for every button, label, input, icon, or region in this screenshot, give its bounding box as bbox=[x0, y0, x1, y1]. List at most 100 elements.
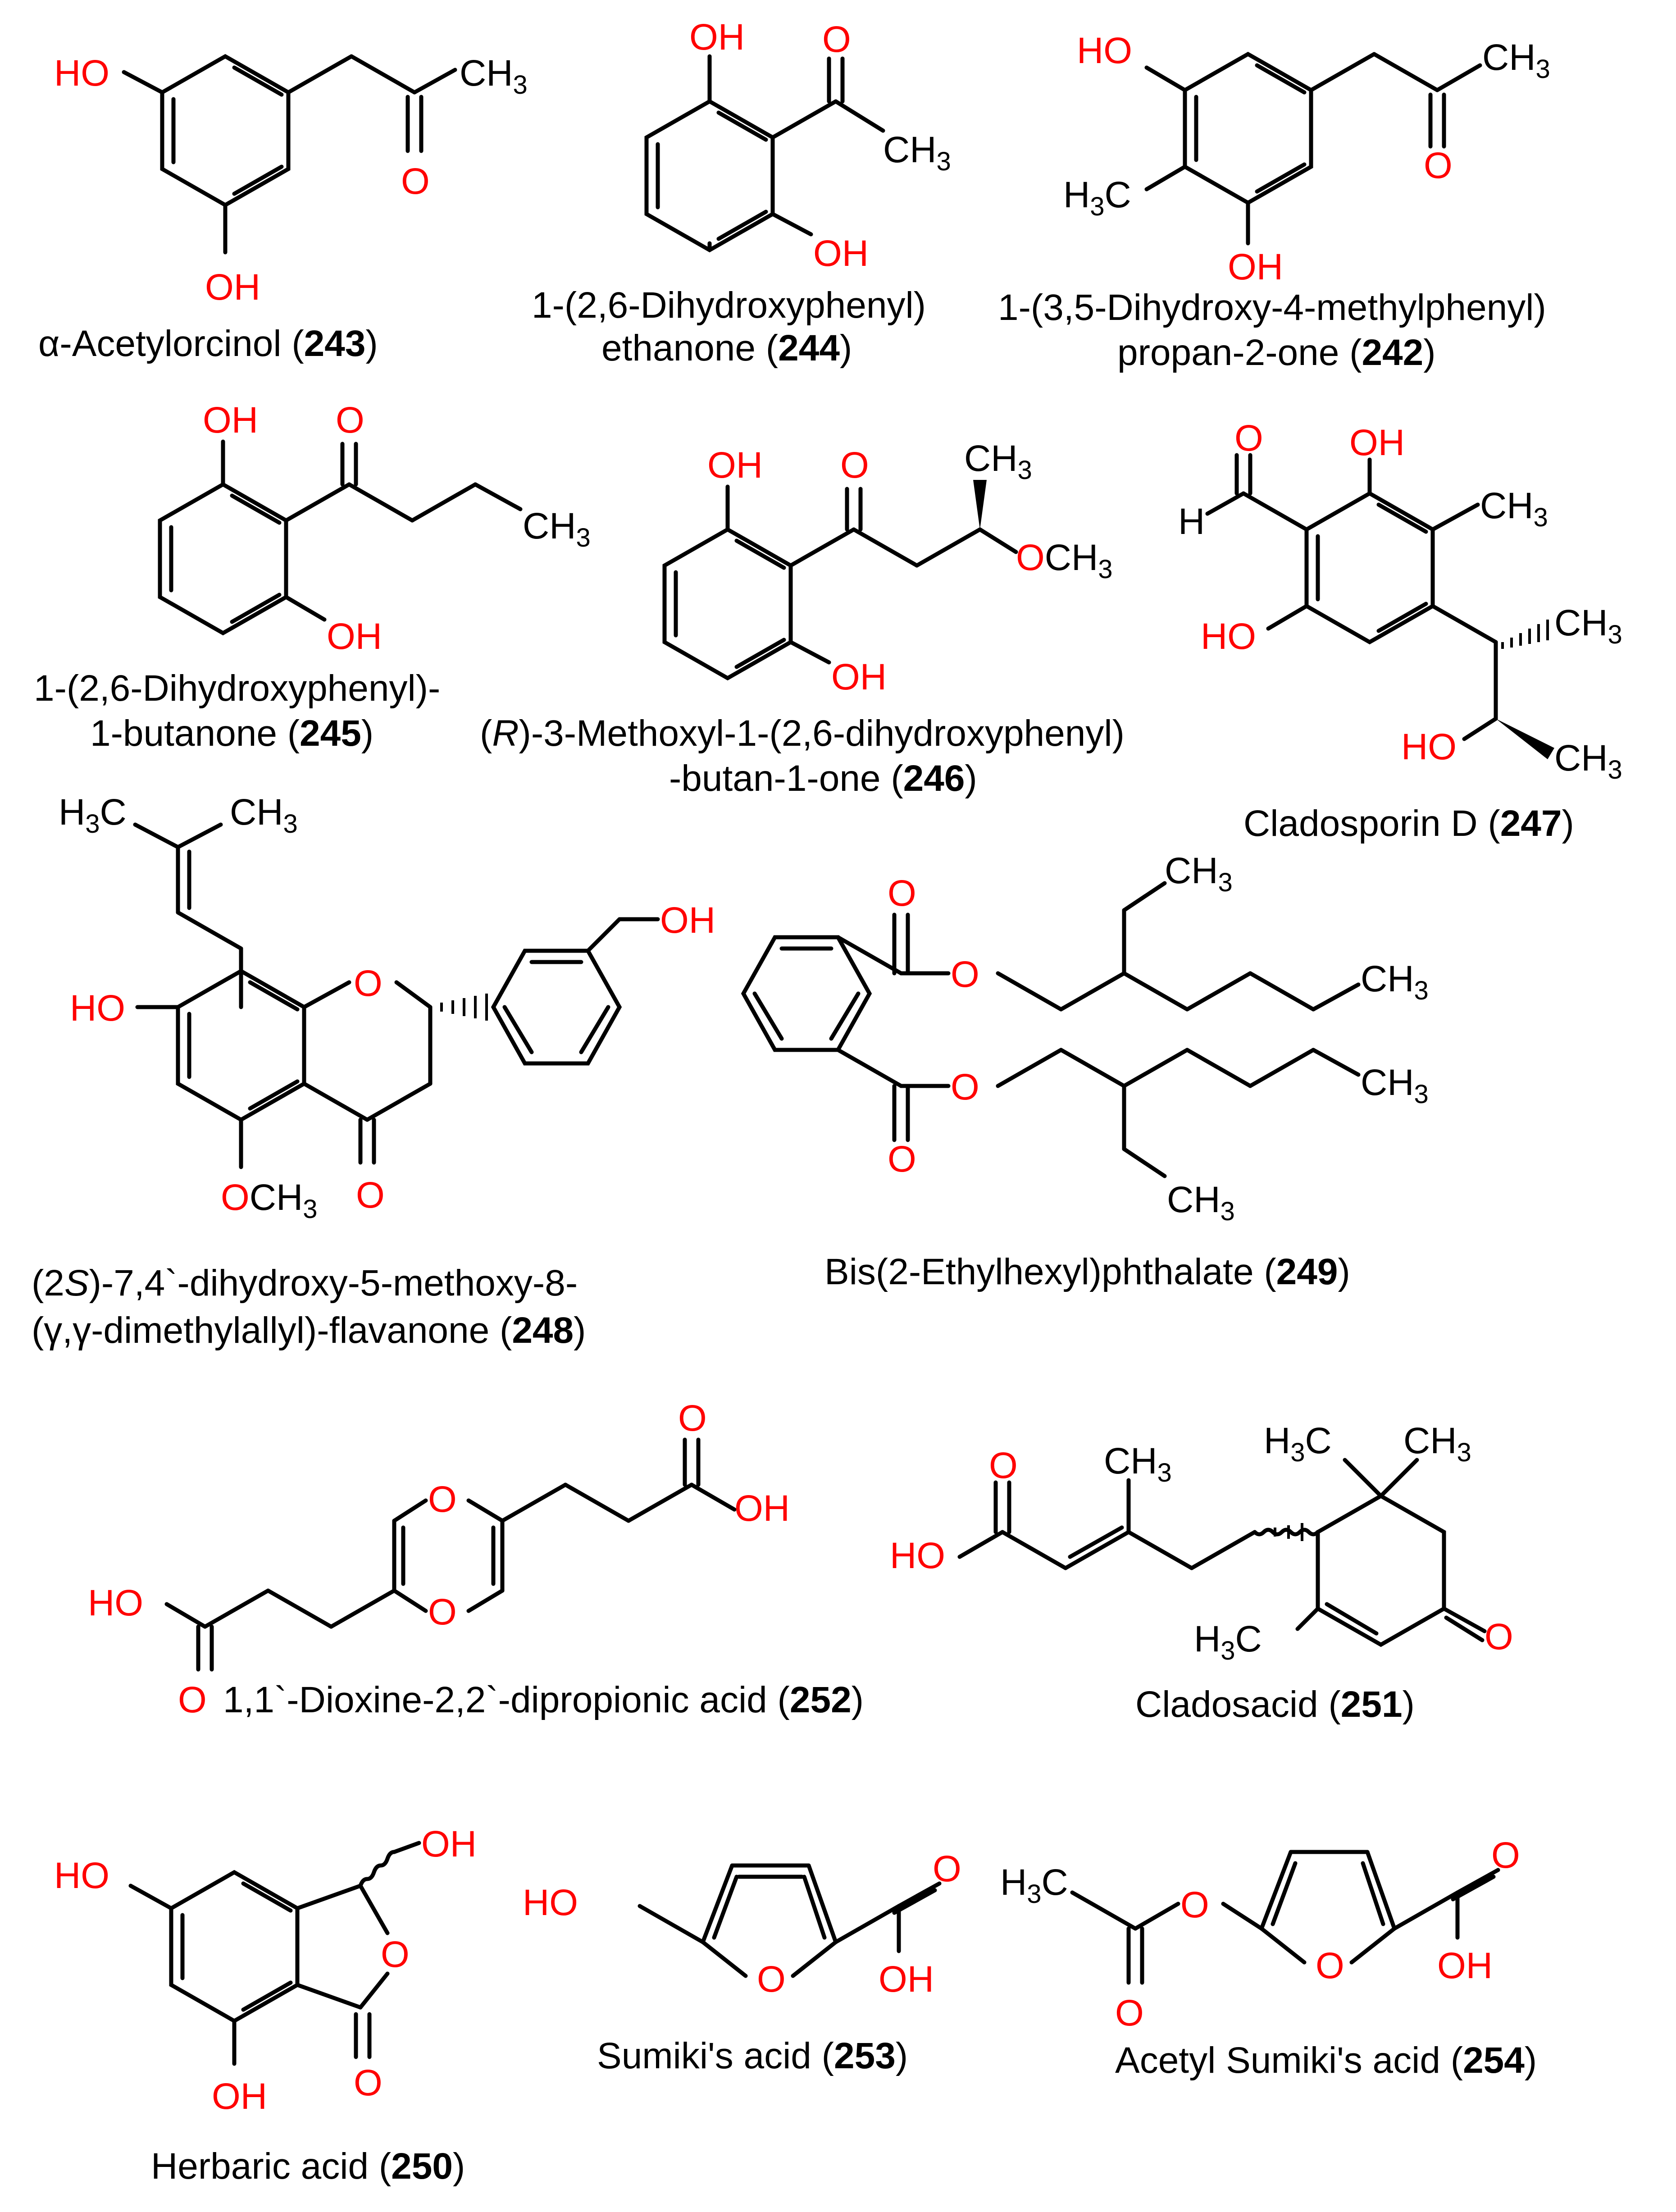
hydroxyl-label: OH bbox=[734, 1488, 790, 1529]
carbonyl-oxygen-label: O bbox=[178, 1679, 207, 1720]
aldehyde-hydrogen-label: H bbox=[1178, 501, 1205, 542]
hydroxyl-label: OH bbox=[203, 400, 258, 441]
structure-245: OH O OH CH3 1-(2,6-Dihydroxyphenyl)- 1-b… bbox=[34, 400, 591, 754]
structure-254: H3C O O O O OH Acetyl Sumiki's acid (254… bbox=[1000, 1835, 1537, 2081]
caption-254: Acetyl Sumiki's acid (254) bbox=[1115, 2040, 1537, 2081]
carbonyl-oxygen-label: O bbox=[1424, 145, 1453, 186]
carbonyl-oxygen-label: O bbox=[989, 1445, 1018, 1486]
caption-251: Cladosacid (251) bbox=[1135, 1684, 1415, 1725]
carbonyl-oxygen-label: O bbox=[1491, 1835, 1520, 1876]
ring-oxygen-label: O bbox=[428, 1479, 457, 1520]
methoxy-label: OCH3 bbox=[1016, 537, 1113, 584]
methyl-label: CH3 bbox=[1361, 958, 1429, 1005]
hydroxyl-label: HO bbox=[1401, 726, 1457, 767]
caption-252: 1,1`-Dioxine-2,2`-dipropionic acid (252) bbox=[223, 1679, 864, 1720]
methyl-label: CH3 bbox=[1480, 485, 1548, 532]
methyl-label: H3C bbox=[1000, 1862, 1068, 1909]
hydroxyl-label: OH bbox=[205, 267, 260, 308]
hydroxyl-label: OH bbox=[660, 900, 715, 941]
ester-oxygen-label: O bbox=[951, 1067, 979, 1108]
caption-249: Bis(2-Ethylhexyl)phthalate (249) bbox=[824, 1251, 1350, 1292]
caption-248-line2: (γ,γ-dimethylallyl)-flavanone (248) bbox=[32, 1310, 586, 1351]
methoxy-label: OCH3 bbox=[221, 1177, 318, 1224]
hydroxyl-label: OH bbox=[707, 445, 763, 486]
structure-242: HO H3C OH O CH3 1-(3,5-Dihydroxy-4-methy… bbox=[998, 30, 1550, 373]
methyl-label: H3C bbox=[1194, 1619, 1262, 1665]
structure-253: HO O O OH Sumiki's acid (253) bbox=[523, 1848, 961, 2076]
caption-246-line2: -butan-1-one (246) bbox=[669, 758, 977, 799]
caption-246-line1: (R)-3-Methoxyl-1-(2,6-dihydroxyphenyl) bbox=[480, 713, 1125, 754]
carbonyl-oxygen-label: O bbox=[678, 1398, 707, 1439]
structure-251: O HO CH3 H3C CH3 H3C O Cladosacid (251) bbox=[890, 1420, 1513, 1725]
structure-246: OH O CH3 OCH3 OH (R)-3-Methoxyl-1-(2,6-d… bbox=[480, 438, 1125, 799]
caption-243: α-Acetylorcinol (243) bbox=[38, 323, 378, 364]
carbonyl-oxygen-label: O bbox=[356, 1175, 385, 1216]
caption-245-line1: 1-(2,6-Dihydroxyphenyl)- bbox=[34, 668, 440, 709]
methyl-label: CH3 bbox=[1482, 37, 1550, 84]
methyl-label: CH3 bbox=[1403, 1420, 1471, 1467]
caption-248-line1: (2S)-7,4`-dihydroxy-5-methoxy-8- bbox=[32, 1263, 578, 1304]
methyl-label: CH3 bbox=[1165, 850, 1233, 897]
carbonyl-oxygen-label: O bbox=[822, 19, 851, 60]
carbonyl-oxygen-label: O bbox=[888, 1139, 916, 1180]
hydroxyl-label: OH bbox=[831, 657, 887, 698]
carbonyl-oxygen-label: O bbox=[888, 873, 916, 914]
methyl-label: CH3 bbox=[1554, 738, 1622, 784]
caption-242-line1: 1-(3,5-Dihydroxy-4-methylphenyl) bbox=[998, 287, 1546, 328]
ring-oxygen-label: O bbox=[354, 963, 383, 1004]
carbonyl-oxygen-label: O bbox=[354, 2062, 383, 2103]
carbonyl-oxygen-label: O bbox=[336, 400, 364, 441]
methyl-label: CH3 bbox=[1104, 1441, 1172, 1487]
caption-244-line2: ethanone (244) bbox=[601, 328, 852, 369]
ester-oxygen-label: O bbox=[951, 954, 979, 995]
caption-242-line2: propan-2-one (242) bbox=[1117, 332, 1436, 373]
hydroxyl-label: OH bbox=[1349, 422, 1405, 463]
methyl-label: CH3 bbox=[1361, 1062, 1429, 1109]
structure-248: H3C CH3 OH HO O OCH3 O (2S)-7,4`-dihydro… bbox=[32, 792, 715, 1351]
ring-oxygen-label: O bbox=[381, 1934, 410, 1975]
hydroxyl-label: OH bbox=[689, 17, 745, 58]
aldehyde-oxygen-label: O bbox=[1234, 418, 1263, 459]
methyl-label: CH3 bbox=[1167, 1179, 1235, 1226]
methyl-label: CH3 bbox=[1554, 602, 1622, 649]
carbonyl-oxygen-label: O bbox=[1485, 1616, 1513, 1657]
structure-250: OH HO O O OH Herbaric acid (250) bbox=[54, 1824, 477, 2187]
hydroxyl-label: HO bbox=[70, 988, 125, 1029]
hydroxyl-label: OH bbox=[212, 2076, 267, 2117]
caption-253: Sumiki's acid (253) bbox=[597, 2035, 908, 2076]
methyl-label: CH3 bbox=[964, 438, 1032, 485]
carbonyl-oxygen-label: O bbox=[1115, 1993, 1144, 2034]
methyl-label: H3C bbox=[1063, 174, 1131, 221]
carbonyl-oxygen-label: O bbox=[933, 1848, 961, 1889]
ester-oxygen-label: O bbox=[1180, 1884, 1209, 1925]
hydroxyl-label: HO bbox=[1077, 30, 1132, 71]
caption-244-line1: 1-(2,6-Dihydroxyphenyl) bbox=[532, 285, 926, 326]
hydroxyl-label: OH bbox=[1437, 1945, 1493, 1986]
structure-249: O O CH3 CH3 O CH3 O CH3 Bis(2-Ethylhexyl… bbox=[741, 850, 1429, 1292]
hydroxyl-label: HO bbox=[54, 1855, 109, 1896]
hydroxyl-label: HO bbox=[1201, 616, 1256, 657]
ring-oxygen-label: O bbox=[1316, 1945, 1344, 1986]
hydroxyl-label: OH bbox=[1228, 246, 1283, 287]
carbonyl-oxygen-label: O bbox=[840, 445, 869, 486]
hydroxyl-label: HO bbox=[54, 53, 109, 94]
hydroxyl-label: OH bbox=[879, 1959, 934, 2000]
hydroxyl-label: HO bbox=[523, 1882, 578, 1923]
methyl-label: H3C bbox=[1264, 1420, 1332, 1467]
caption-245-line2: 1-butanone (245) bbox=[90, 713, 373, 754]
ring-oxygen-label: O bbox=[757, 1959, 786, 2000]
hydroxyl-label: HO bbox=[88, 1583, 143, 1624]
methyl-label: H3C bbox=[59, 792, 127, 839]
hydroxyl-label: OH bbox=[421, 1824, 477, 1865]
hydroxyl-label: OH bbox=[813, 233, 869, 274]
ring-oxygen-label: O bbox=[428, 1592, 457, 1633]
structure-247: O H OH CH3 HO CH3 HO CH3 Cladosporin D (… bbox=[1178, 418, 1622, 844]
methyl-label: CH3 bbox=[883, 129, 951, 176]
hydroxyl-label: HO bbox=[890, 1535, 945, 1576]
caption-250: Herbaric acid (250) bbox=[151, 2146, 465, 2187]
methyl-label: CH3 bbox=[460, 53, 528, 100]
methyl-label: CH3 bbox=[523, 506, 591, 552]
structure-244: OH O OH CH3 1-(2,6-Dihydroxyphenyl) etha… bbox=[532, 17, 951, 369]
